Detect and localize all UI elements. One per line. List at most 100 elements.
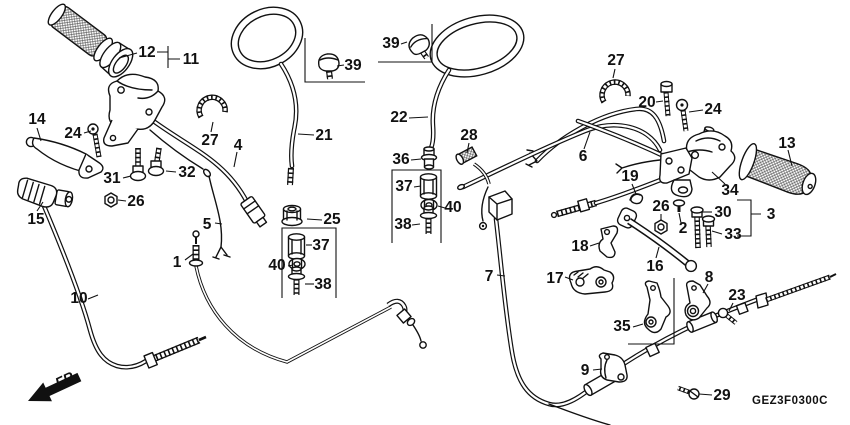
callout-26-right: 26 [652, 198, 670, 215]
callout-24-right: 24 [704, 101, 722, 118]
throttle-housing-17 [568, 266, 615, 295]
callout-3: 3 [767, 206, 776, 223]
callout-34: 34 [721, 182, 739, 199]
callout-32: 32 [178, 164, 195, 181]
bolt-20 [660, 80, 673, 117]
callout-1: 1 [173, 254, 182, 271]
callout-18: 18 [571, 238, 589, 255]
callout-25: 25 [323, 211, 341, 228]
callout-27-right: 27 [607, 52, 624, 69]
callout-12: 12 [138, 44, 155, 61]
callout-13: 13 [778, 135, 796, 152]
parts [16, 3, 817, 400]
right-grip [738, 143, 817, 196]
callout-31: 31 [103, 170, 121, 187]
nut-26-left [104, 192, 118, 208]
callout-36: 36 [392, 151, 410, 168]
nut-40-left [288, 257, 306, 271]
callout-38-left: 38 [314, 276, 332, 293]
callout-40-right: 40 [444, 199, 461, 216]
callout-10: 10 [70, 290, 87, 307]
front-direction-indicator: FR. [28, 367, 82, 402]
bolt-38-right [419, 205, 438, 234]
switch-28 [455, 146, 513, 231]
callout-15: 15 [27, 211, 45, 228]
clamp-9 [598, 352, 628, 383]
group-bracket-35 [628, 278, 675, 345]
cable-4-connector [240, 196, 268, 228]
screw-2 [672, 199, 686, 212]
detail-bracket-39-left [304, 38, 365, 83]
callout-40-left: 40 [268, 257, 285, 274]
bracket-18 [598, 225, 619, 259]
nut-26-right [654, 219, 668, 235]
detail-bracket-39-right [378, 24, 433, 63]
callout-28: 28 [460, 127, 478, 144]
throttle-cable-ring2 [735, 301, 749, 315]
callout-16: 16 [646, 258, 664, 275]
bolt-30 [690, 206, 704, 249]
front-arrow-icon [28, 372, 82, 402]
callout-labels: 1 2 3 4 5 6 7 8 9 10 11 12 13 14 15 16 1… [27, 35, 796, 404]
group-bracket-3 [737, 199, 761, 237]
callout-39-right: 39 [382, 35, 400, 52]
callout-27-left: 27 [201, 132, 218, 149]
callout-24-left: 24 [64, 125, 82, 142]
detail-box-right [391, 169, 442, 243]
lever-bracket-cover [16, 177, 74, 208]
left-grip [47, 3, 134, 78]
bolt-31 [129, 148, 147, 182]
bolt-33 [701, 215, 716, 248]
callout-6: 6 [579, 148, 588, 165]
bracket-8 [684, 280, 711, 321]
callout-14: 14 [28, 111, 46, 128]
nut-25 [281, 204, 303, 227]
callout-8: 8 [705, 269, 714, 286]
brake-lever-right [616, 207, 698, 273]
bolt-24-left [87, 123, 102, 158]
nut-36 [420, 146, 438, 170]
screw-23 [717, 307, 738, 325]
cap-nut-right [408, 34, 430, 60]
diagram-code: GEZ3F0300C [752, 395, 828, 407]
c-clip-right [599, 79, 631, 104]
callout-11: 11 [183, 51, 200, 68]
callout-20: 20 [638, 94, 655, 111]
bolt-29 [677, 385, 700, 400]
callout-37-right: 37 [395, 178, 412, 195]
callout-5: 5 [203, 216, 212, 233]
callout-33: 33 [724, 226, 742, 243]
adjuster-1 [188, 230, 204, 267]
callout-30: 30 [714, 204, 731, 221]
cap-nut-left [317, 53, 340, 80]
cables [41, 106, 837, 425]
callout-38-right: 38 [394, 216, 412, 233]
collar-37-left [287, 233, 306, 260]
callout-26-left: 26 [127, 193, 145, 210]
callout-4: 4 [234, 137, 243, 154]
callout-19: 19 [621, 168, 639, 185]
callout-22: 22 [390, 109, 407, 126]
callout-17: 17 [546, 270, 563, 287]
spring-clip [629, 193, 644, 205]
callout-29: 29 [713, 387, 731, 404]
callout-9: 9 [581, 362, 590, 379]
callout-21: 21 [315, 127, 333, 144]
callout-23: 23 [728, 287, 746, 304]
throttle-cable-ring [645, 342, 660, 358]
detail-box-left [281, 227, 337, 298]
callout-leaders [36, 24, 793, 396]
callout-2: 2 [679, 220, 688, 237]
front-direction-label: FR. [53, 367, 80, 391]
right-switch-housing [575, 118, 736, 198]
brake-lever-left [25, 136, 104, 179]
bolt-32 [147, 147, 165, 177]
callout-37-left: 37 [312, 237, 329, 254]
callout-7: 7 [485, 268, 494, 285]
callout-35: 35 [613, 318, 631, 335]
bolt-38-left [287, 266, 306, 295]
bracket-35 [643, 280, 671, 334]
collar-37-right [419, 173, 438, 200]
